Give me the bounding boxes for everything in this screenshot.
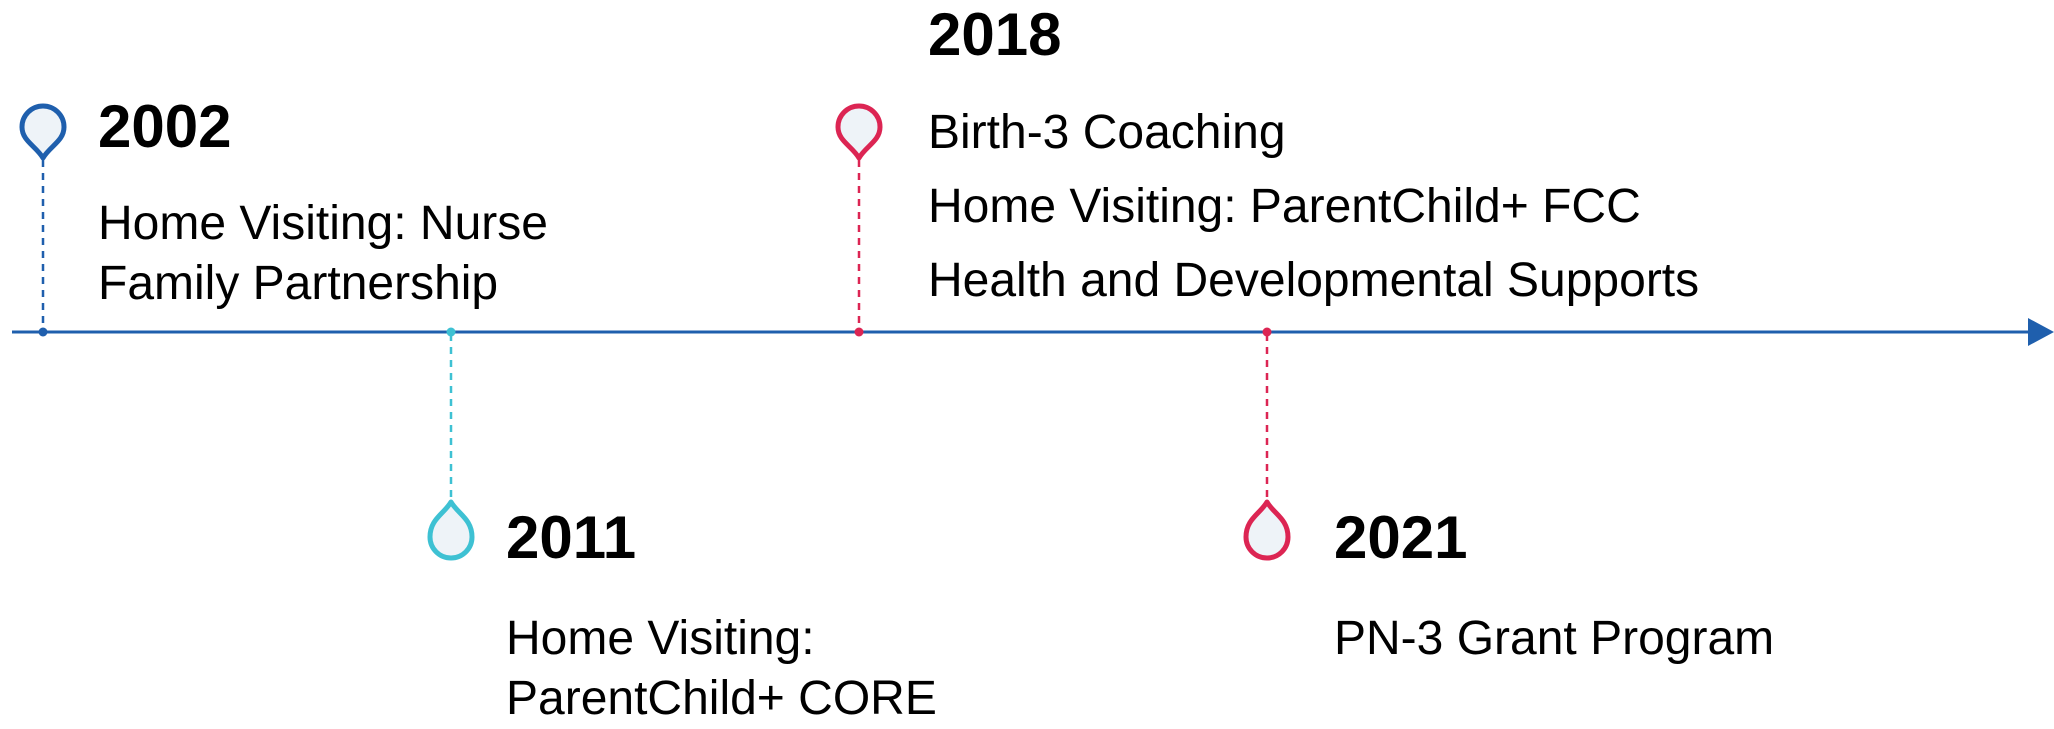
event-year-2011: 2011 [506,504,637,571]
marker-2011 [427,327,475,561]
event-line: ParentChild+ CORE [506,672,937,725]
event-line: Home Visiting: ParentChild+ FCC [928,180,1641,233]
event-year-2002: 2002 [98,93,232,160]
event-description-2011: Home Visiting: ParentChild+ CORE [506,609,937,729]
marker-2018 [835,103,883,337]
axis-dot-2018 [854,327,864,337]
axis-dot-2002 [38,327,48,337]
event-description-2002: Home Visiting: Nurse Family Partnership [98,194,548,314]
event-year-2021: 2021 [1334,504,1468,571]
marker-2021 [1243,327,1291,561]
marker-2002 [19,103,67,337]
pin-icon-2011 [427,499,475,561]
event-line: Health and Developmental Supports [928,254,1700,307]
event-year-2018: 2018 [928,1,1062,68]
axis-dot-2011 [446,327,456,337]
event-line: Home Visiting: [506,612,815,665]
event-line: Family Partnership [98,257,499,310]
pin-icon-2018 [835,103,883,161]
axis-dot-2021 [1262,327,1272,337]
pin-icon-2021 [1243,499,1291,561]
pin-icon-2002 [19,103,67,161]
event-line: Home Visiting: Nurse [98,197,548,250]
event-line: PN-3 Grant Program [1334,612,1775,665]
event-description-2021: PN-3 Grant Program [1334,609,1774,669]
event-description-2018: Birth-3 Coaching Home Visiting: ParentCh… [928,96,1699,318]
timeline-arrowhead [2028,318,2054,346]
event-line: Birth-3 Coaching [928,106,1286,159]
